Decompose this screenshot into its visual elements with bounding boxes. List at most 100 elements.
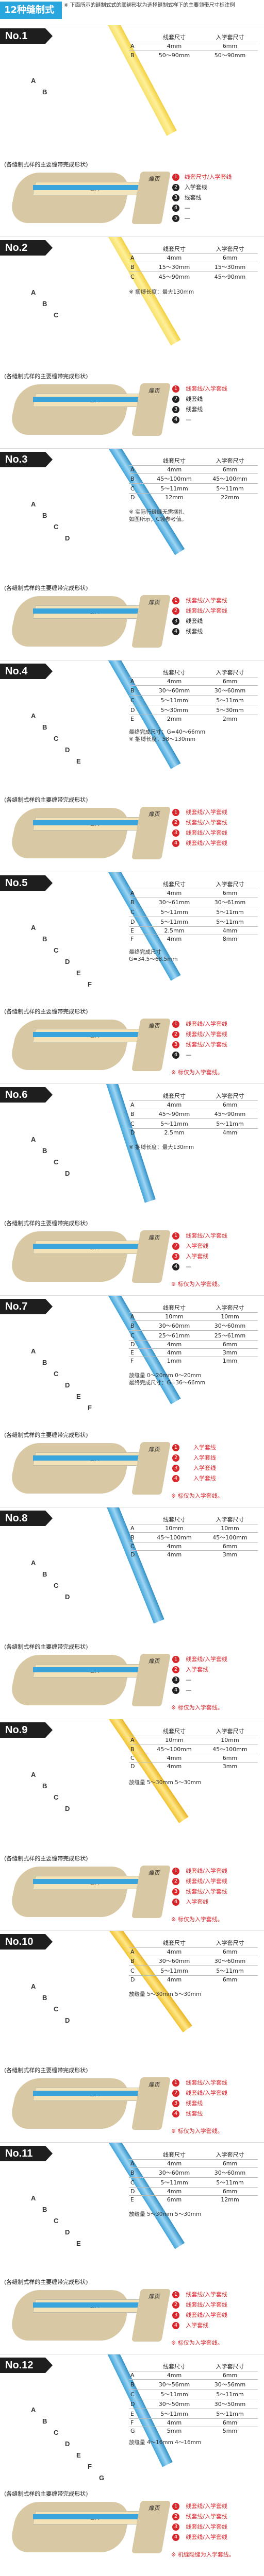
legend-number: 4 bbox=[171, 1896, 185, 1907]
section-note-line: 最终完成尺寸：G=40〜66mm bbox=[129, 729, 206, 735]
dimension-letter: C bbox=[54, 1158, 59, 1166]
collar-tape bbox=[33, 1032, 162, 1037]
size-table-cell: F bbox=[129, 935, 146, 943]
dimension-letter: D bbox=[65, 1170, 70, 1177]
size-table-cell: 4mm bbox=[146, 1340, 202, 1349]
dimension-letter: B bbox=[42, 88, 47, 96]
dimension-letter: A bbox=[31, 500, 36, 508]
size-table-cell: 30〜60mm bbox=[146, 1320, 202, 1331]
collar-shape bbox=[8, 1231, 133, 1282]
flap-label: 扉页 bbox=[131, 807, 171, 859]
legend-text: — bbox=[184, 214, 190, 222]
legend-number: 4 bbox=[171, 2532, 185, 2542]
legend-row: 4— bbox=[171, 414, 249, 425]
finished-shape-frame: (各缝制式样的主要缠带完成形状)腰带扉页1线套线/入学套线2线套线/入学套线3线… bbox=[3, 795, 260, 868]
stitch-number-icon: 3 bbox=[172, 1676, 179, 1684]
size-table-cell: 1mm bbox=[202, 1357, 258, 1365]
dimension-letter: F bbox=[88, 2463, 92, 2470]
section-note-line: 如图所示，C领参考值。 bbox=[129, 516, 187, 522]
section-number: No.7 bbox=[0, 1299, 53, 1314]
stitch-number-icon: 2 bbox=[172, 183, 179, 191]
size-table-header: 线套尺寸 bbox=[163, 1093, 186, 1099]
size-table-cell: C bbox=[129, 1330, 146, 1341]
section-note-line: 放缝量 5〜30mm 5〜30mm bbox=[129, 2211, 202, 2217]
size-table-cell: B bbox=[129, 1320, 146, 1331]
stitch-number-icon: 4 bbox=[172, 204, 179, 212]
header: 12种缝制式样 ※ 下面所示的缝制式式的顾绑形状为选择缝制式样下的主要领带尺寸标… bbox=[0, 0, 264, 33]
stitch-number-icon: 1 bbox=[172, 1020, 179, 1028]
finished-shape-title: (各缝制式样的主要缠带完成形状) bbox=[4, 1643, 88, 1650]
stitch-number-icon: 3 bbox=[172, 1888, 179, 1895]
collar-shape bbox=[8, 596, 133, 647]
size-table-header: 入学套尺寸 bbox=[216, 1940, 244, 1946]
flap-label: 扉页 bbox=[131, 1654, 171, 1706]
legend-text: 线套线/入学套线 bbox=[186, 385, 227, 392]
stitch-number-icon: 1 bbox=[172, 2502, 179, 2510]
size-table-cell: 4mm bbox=[146, 1542, 202, 1551]
stitch-number-icon: 3 bbox=[172, 2099, 179, 2107]
stitch-number-icon: 2 bbox=[172, 1666, 179, 1673]
section-number: No.8 bbox=[0, 1511, 53, 1526]
legend-text: — bbox=[186, 1686, 192, 1693]
dimension-letter: C bbox=[54, 311, 59, 319]
stitch-number-icon: 4 bbox=[172, 1686, 179, 1694]
collar-tape bbox=[33, 2091, 162, 2096]
finished-shape-frame: (各缝制式样的主要缠带完成形状)腰带扉页1线套线/入学套线2入学套线3入学套线4… bbox=[3, 1219, 260, 1291]
size-table-cell: E bbox=[129, 1348, 146, 1357]
legend-number: 5 bbox=[171, 213, 184, 223]
stitch-number-icon: 3 bbox=[172, 829, 179, 837]
size-table-header: 线套尺寸 bbox=[163, 34, 186, 41]
legend-number: 4 bbox=[171, 2320, 185, 2330]
legend-number: 2 bbox=[171, 605, 185, 616]
stitch-number-icon: 3 bbox=[172, 1464, 179, 1472]
finished-shape-frame: (各缝制式样的主要缠带完成形状)腰带扉页1线套线/入学套线2线套线/入学套线3线… bbox=[3, 2489, 260, 2562]
finished-shape-frame: (各缝制式样的主要缠带完成形状)腰带扉页1线套线/入学套线2线套线/入学套线3线… bbox=[3, 2278, 260, 2350]
legend-text: 线套线/入学套线 bbox=[186, 1031, 227, 1038]
finished-shape-title: (各缝制式样的主要缠带完成形状) bbox=[4, 373, 88, 380]
flap-label: 扉页 bbox=[131, 1019, 171, 1071]
size-table-cell: B bbox=[129, 1744, 146, 1754]
finished-shape-frame: (各缝制式样的主要缠带完成形状)腰带扉页1线套线/入学套线2线套线/入学套线3线… bbox=[3, 1854, 260, 1926]
section-number: No.11 bbox=[0, 2146, 53, 2161]
size-table-cell: 2mm bbox=[146, 715, 202, 723]
stitch-number-icon: 3 bbox=[172, 1041, 179, 1048]
size-table-cell: A bbox=[129, 465, 146, 474]
size-table-cell: A bbox=[129, 2159, 146, 2168]
legend-number: 4 bbox=[171, 626, 185, 636]
size-table-cell: D bbox=[129, 705, 146, 715]
dimension-letter: B bbox=[42, 935, 47, 943]
dimension-letter: B bbox=[42, 1782, 47, 1790]
section-number: No.2 bbox=[0, 240, 53, 256]
size-table-cell: D bbox=[129, 1975, 146, 1984]
stitch-number-icon: 1 bbox=[172, 2291, 179, 2298]
flap-label: 扉页 bbox=[131, 1866, 171, 1918]
size-table-cell: 4mm bbox=[146, 2159, 202, 2168]
legend-text: 线套尺寸/入学套线 bbox=[184, 174, 232, 180]
legend-number: 2 bbox=[171, 2511, 185, 2521]
finished-shape-frame: (各缝制式样的主要缠带完成形状)腰带扉页1线套线/入学套线2线套线/入学套线3线… bbox=[3, 584, 260, 656]
size-table-header: 线套尺寸 bbox=[163, 457, 186, 464]
size-table-cell: 50〜90mm bbox=[146, 50, 202, 60]
